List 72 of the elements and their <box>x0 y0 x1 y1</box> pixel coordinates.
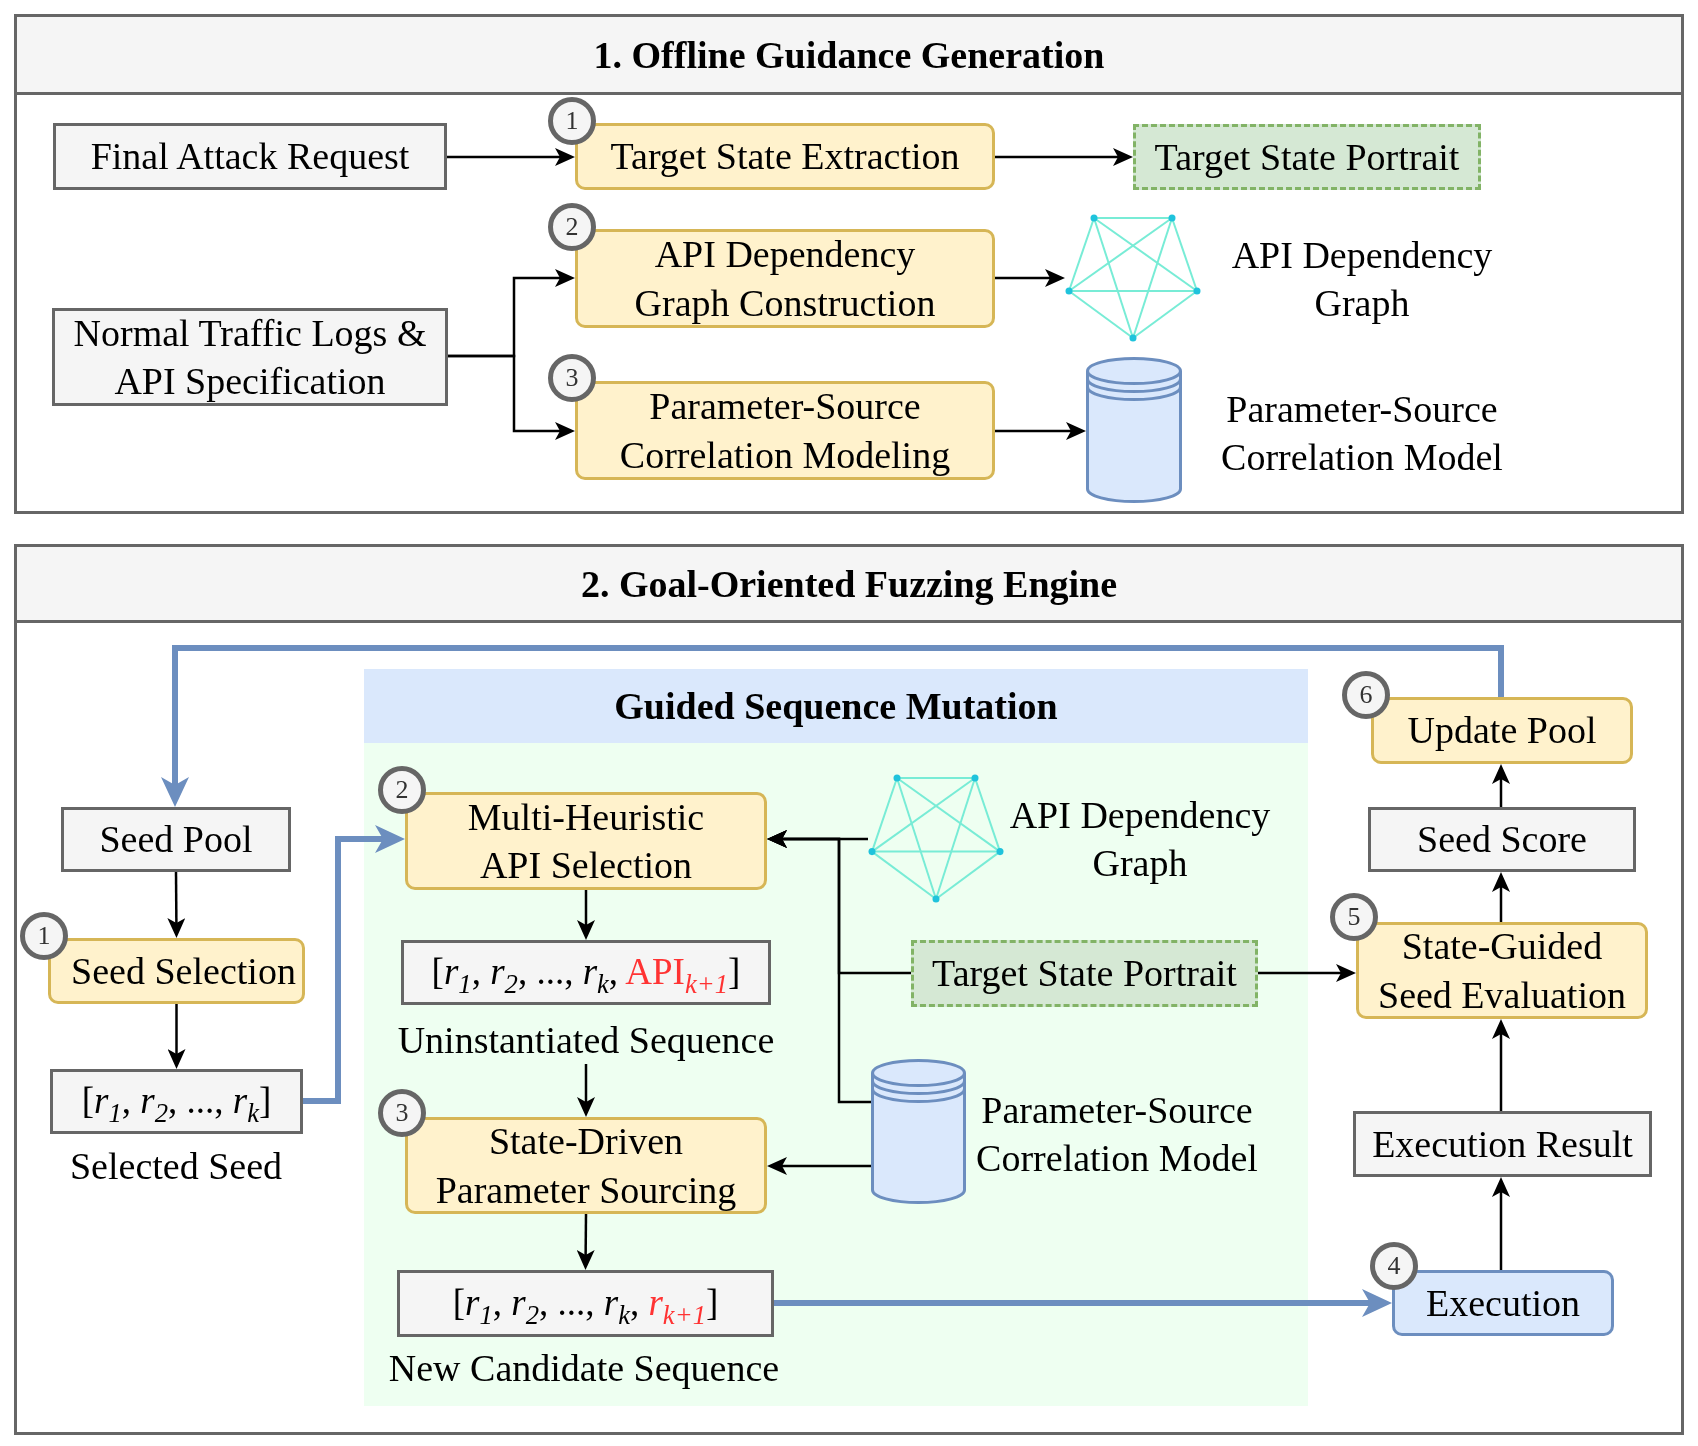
arrow <box>577 1064 595 1117</box>
execution-label: Execution <box>1425 1280 1581 1326</box>
process-box <box>575 229 995 328</box>
arrow <box>1492 1019 1510 1111</box>
process-label: State-Guided Seed Evaluation <box>1377 924 1627 1018</box>
arrow <box>303 825 405 1104</box>
graph-caption: API Dependency Graph <box>1008 793 1272 886</box>
panel <box>14 14 1684 514</box>
data-box <box>1353 1111 1652 1177</box>
arrow <box>448 354 575 440</box>
arrow <box>774 1289 1392 1317</box>
process-box <box>405 792 767 890</box>
data-box <box>53 123 447 190</box>
data-label: Seed Score <box>1417 817 1587 863</box>
graph-caption: API Dependency Graph <box>1230 233 1494 326</box>
process-label: API Dependency Graph Construction <box>633 232 937 326</box>
database-caption: Parameter-Source Correlation Model <box>1220 387 1504 480</box>
data-label: Seed Pool <box>99 817 253 863</box>
arrow <box>995 422 1086 440</box>
arrow <box>447 148 575 166</box>
arrow <box>161 645 1504 807</box>
process-label: Parameter-Source Correlation Modeling <box>618 384 952 478</box>
sequence-caption: Selected Seed <box>69 1144 283 1189</box>
arrow <box>577 890 595 940</box>
step-number-badge: 2 <box>548 203 596 251</box>
process-box <box>575 123 995 190</box>
step-number-badge: 1 <box>548 97 596 145</box>
arrow <box>995 148 1133 166</box>
arrow <box>1492 764 1510 807</box>
data-label: Normal Traffic Logs & API Specification <box>72 310 428 404</box>
arrow <box>767 830 871 1104</box>
output-label: Target State Portrait <box>932 951 1237 997</box>
data-box <box>1368 807 1636 872</box>
arrow <box>1492 1177 1510 1270</box>
process-label: Multi-Heuristic API Selection <box>466 794 706 888</box>
group-header: Guided Sequence Mutation <box>364 669 1308 743</box>
process-box <box>1371 697 1633 764</box>
process-label: Seed Selection <box>71 948 296 994</box>
step-number-badge: 2 <box>378 766 426 814</box>
database-caption: Parameter-Source Correlation Model <box>975 1088 1259 1181</box>
step-number-badge: 1 <box>20 912 68 960</box>
data-box <box>61 807 291 872</box>
data-label: Final Attack Request <box>90 134 410 180</box>
panel-header: 1. Offline Guidance Generation <box>17 17 1681 95</box>
sequence-text: [r$_{1}$, r$_{2}$, ..., r$_{k}$, r$_{k+1}$] <box>452 1281 719 1327</box>
panel-header: 2. Goal-Oriented Fuzzing Engine <box>17 547 1681 623</box>
step-number-badge: 3 <box>378 1089 426 1137</box>
arrow <box>995 269 1065 287</box>
data-label: Execution Result <box>1372 1121 1633 1167</box>
arrow <box>576 1214 595 1270</box>
sequence-text: [r$_{1}$, r$_{2}$, ..., r$_{k}$] <box>81 1079 272 1125</box>
sequence-text: [r$_{1}$, r$_{2}$, ..., r$_{k}$, API$_{k+1}$] <box>431 950 741 996</box>
process-box <box>48 938 305 1004</box>
group-panel <box>364 669 1308 1406</box>
sequence-caption: Uninstantiated Sequence <box>397 1018 775 1063</box>
arrow <box>167 872 186 938</box>
process-label: State-Driven Parameter Sourcing <box>434 1119 738 1213</box>
output-label: Target State Portrait <box>1154 134 1460 180</box>
step-number-badge: 3 <box>548 354 596 402</box>
arrow <box>1492 872 1510 922</box>
step-number-badge: 5 <box>1330 893 1378 941</box>
process-label: Update Pool <box>1407 708 1597 754</box>
sequence-caption: New Candidate Sequence <box>388 1346 780 1391</box>
dashed-output-box <box>1133 124 1481 190</box>
arrow <box>767 1157 871 1175</box>
arrow <box>167 1004 186 1069</box>
process-label: Target State Extraction <box>610 134 960 180</box>
dashed-output-box <box>911 940 1258 1007</box>
step-number-badge: 4 <box>1370 1242 1418 1290</box>
arrow <box>1258 964 1356 982</box>
step-number-badge: 6 <box>1342 671 1390 719</box>
panel <box>14 544 1684 1435</box>
